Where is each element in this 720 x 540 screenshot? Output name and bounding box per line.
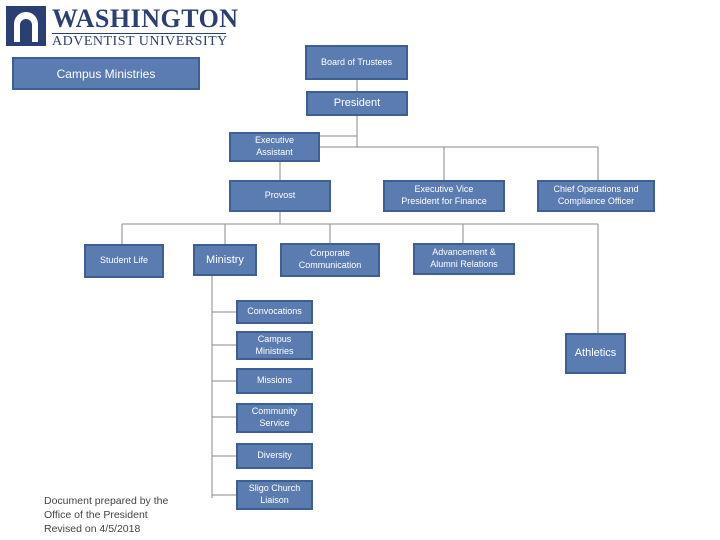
ministry-child-label: Diversity — [257, 450, 292, 461]
advancement-box: Advancement & Alumni Relations — [413, 243, 515, 275]
athletics-box: Athletics — [565, 333, 626, 374]
executive-assistant-label: Executive Assistant — [254, 135, 295, 157]
ministry-label: Ministry — [206, 253, 244, 266]
ministry-box: Ministry — [193, 244, 257, 276]
university-logo: WASHINGTON ADVENTIST UNIVERSITY — [6, 4, 238, 50]
ministry-child-label: Campus Ministries — [255, 333, 294, 356]
missions-box: Missions — [236, 368, 313, 394]
ministry-child-label: Community Service — [251, 406, 298, 428]
corporate-communication-box: Corporate Communication — [280, 243, 380, 277]
executive-assistant-box: Executive Assistant — [229, 132, 320, 162]
campus-ministries-box: Campus Ministries — [236, 331, 313, 360]
board-of-trustees-box: Board of Trustees — [305, 45, 408, 80]
community-service-box: Community Service — [236, 403, 313, 433]
footer-line: Office of the President — [44, 509, 148, 522]
president-label: President — [333, 97, 381, 110]
student-life-box: Student Life — [84, 244, 164, 278]
corporate-communication-label: Corporate Communication — [298, 248, 362, 270]
footer-revision-date: Revised on 4/5/2018 — [44, 523, 141, 536]
convocations-box: Convocations — [236, 300, 313, 324]
provost-label: Provost — [264, 190, 296, 201]
board-of-trustees-label: Board of Trustees — [320, 56, 393, 67]
footer-line: Document prepared by the — [44, 495, 169, 507]
sligo-church-liaison-box: Sligo Church Liaison — [236, 480, 313, 510]
diversity-box: Diversity — [236, 443, 313, 469]
advancement-label: Advancement & Alumni Relations — [430, 247, 498, 269]
logo-subtitle: ADVENTIST UNIVERSITY — [52, 34, 228, 49]
student-life-label: Student Life — [99, 255, 149, 266]
document-footer-note: Document prepared by the Office of the P… — [44, 494, 204, 537]
logo-name: WASHINGTON — [52, 4, 239, 33]
page-title: Campus Ministries — [12, 57, 200, 90]
athletics-label: Athletics — [574, 347, 617, 360]
ministry-child-label: Missions — [256, 375, 292, 386]
evp-finance-box: Executive Vice President for Finance — [383, 180, 505, 212]
chief-operations-box: Chief Operations and Compliance Officer — [537, 180, 655, 212]
logo-divider — [52, 33, 226, 34]
provost-box: Provost — [229, 180, 331, 212]
ministry-child-label: Sligo Church Liaison — [248, 483, 301, 505]
president-box: President — [306, 91, 408, 116]
ministry-child-label: Convocations — [247, 306, 302, 317]
logo-emblem — [6, 6, 46, 46]
chief-operations-label: Chief Operations and Compliance Officer — [553, 184, 639, 206]
evp-finance-label: Executive Vice President for Finance — [401, 184, 487, 206]
